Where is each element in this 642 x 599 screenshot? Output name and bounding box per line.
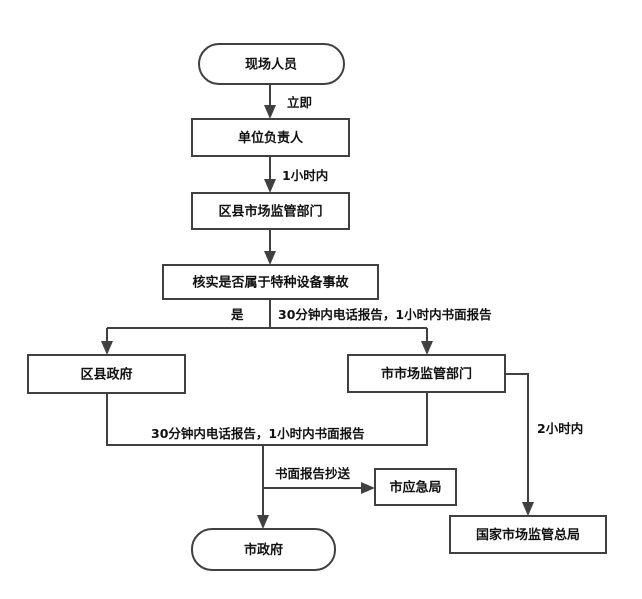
node-unit-leader: 单位负责人 (191, 118, 350, 157)
node-district-government: 区县政府 (27, 354, 186, 394)
node-label: 现场人员 (245, 57, 297, 73)
arrowhead-icon (257, 515, 269, 529)
arrowhead-icon (264, 251, 276, 265)
node-city-emergency-bureau: 市应急局 (374, 468, 457, 506)
arrowhead-icon (264, 179, 276, 193)
edge-label-written-copy: 书面报告抄送 (275, 466, 351, 481)
node-label: 单位负责人 (238, 130, 304, 146)
node-label: 市应急局 (389, 480, 441, 496)
node-label: 市市场监管部门 (381, 366, 472, 382)
arrowhead-icon (101, 341, 113, 355)
node-city-government: 市政府 (191, 528, 336, 571)
edge-label-report-rule-top: 30分钟内电话报告，1小时内书面报告 (278, 307, 492, 322)
node-label: 国家市场监管总局 (476, 527, 580, 543)
node-label: 区县政府 (80, 367, 132, 383)
edge-to-national (505, 373, 529, 505)
arrowhead-icon (522, 502, 534, 516)
node-national-market-admin: 国家市场监管总局 (449, 515, 607, 554)
node-label: 市政府 (244, 542, 283, 558)
arrowhead-icon (421, 341, 433, 355)
node-label: 区县市场监管部门 (218, 204, 322, 220)
arrowhead-icon (264, 105, 276, 119)
node-district-market-dept: 区县市场监管部门 (191, 192, 350, 230)
edge-label-immediately: 立即 (287, 95, 312, 110)
edge-label-yes: 是 (230, 307, 244, 322)
connectors (101, 84, 534, 529)
edge-label-within-2-hours: 2小时内 (537, 421, 583, 436)
edge-merge (106, 392, 428, 446)
arrowhead-icon (361, 482, 375, 494)
edge-label-report-rule-bottom: 30分钟内电话报告，1小时内书面报告 (151, 426, 365, 441)
node-city-market-dept: 市市场监管部门 (347, 354, 506, 393)
edge-label-within-1-hour: 1小时内 (282, 168, 328, 183)
node-verify-decision: 核实是否属于特种设备事故 (162, 264, 379, 300)
node-label: 核实是否属于特种设备事故 (192, 275, 349, 291)
node-onsite-staff: 现场人员 (198, 43, 345, 85)
